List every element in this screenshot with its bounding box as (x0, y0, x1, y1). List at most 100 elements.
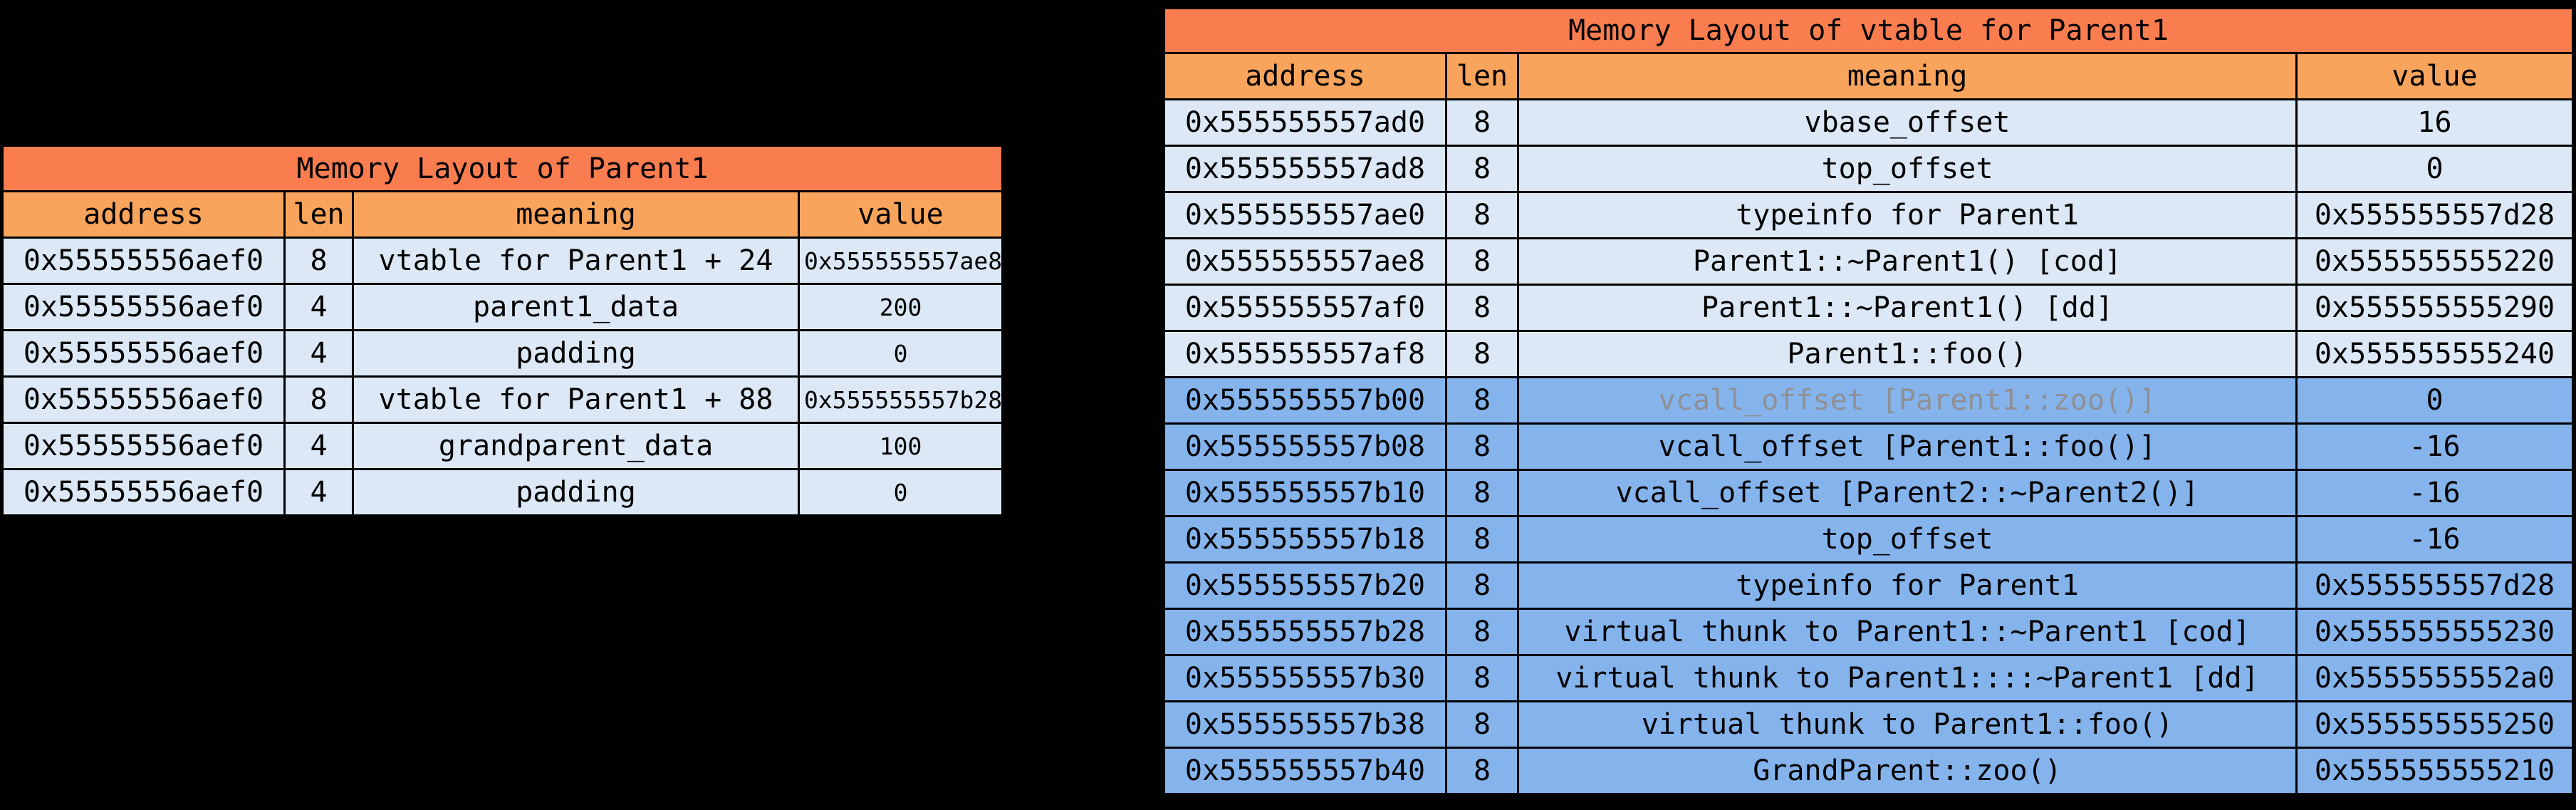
parent1-row-3-value-cell: 0x555555557b28 (797, 375, 1004, 424)
vtable-row-5-address-cell: 0x555555557af8 (1163, 330, 1447, 378)
vtable-row-8-value-cell: -16 (2295, 469, 2574, 517)
vtable-row-3-address-cell: 0x555555557ae8 (1163, 237, 1447, 286)
vtable-column-header-address: address (1163, 52, 1447, 100)
vtable-row-9-meaning-cell: top_offset (1517, 515, 2298, 564)
vtable-row-5-meaning-cell: Parent1::foo() (1517, 330, 2298, 378)
vtable-row-7-len-cell: 8 (1445, 422, 1519, 471)
parent1-row-4-meaning-cell: grandparent_data (352, 422, 800, 470)
vtable-row-14-address-cell: 0x555555557b40 (1163, 747, 1447, 795)
vtable-row-7-address-cell: 0x555555557b08 (1163, 422, 1447, 471)
parent1-row-4-len-cell: 4 (283, 422, 354, 470)
parent1-row-1-meaning-cell: parent1_data (352, 283, 800, 331)
vtable-row-3-len-cell: 8 (1445, 237, 1519, 286)
vtable-row-2-value-cell: 0x555555557d28 (2295, 191, 2574, 239)
parent1-row-0-meaning-cell: vtable for Parent1 + 24 (352, 237, 800, 285)
vtable-row-9-len-cell: 8 (1445, 515, 1519, 564)
vtable-row-10-address-cell: 0x555555557b20 (1163, 561, 1447, 610)
vtable-row-0-address-cell: 0x555555557ad0 (1163, 98, 1447, 147)
parent1-row-5-len-cell: 4 (283, 468, 354, 516)
vtable-row-4-address-cell: 0x555555557af0 (1163, 284, 1447, 332)
vtable-row-3-value-cell: 0x555555555220 (2295, 237, 2574, 286)
parent1-row-1-len-cell: 4 (283, 283, 354, 331)
vtable-row-14-len-cell: 8 (1445, 747, 1519, 795)
parent1-row-2-address-cell: 0x55555556aef0 (1, 329, 286, 378)
parent1-row-4-value-cell: 100 (797, 422, 1004, 470)
vtable-memory-table: Memory Layout of vtable for Parent1 addr… (1163, 7, 2574, 795)
vtable-row-9-value-cell: -16 (2295, 515, 2574, 564)
vtable-row-11-meaning-cell: virtual thunk to Parent1::~Parent1 [cod] (1517, 608, 2298, 656)
vtable-row-1-len-cell: 8 (1445, 145, 1519, 193)
parent1-row-3-len-cell: 8 (283, 375, 354, 424)
vtable-row-2-meaning-cell: typeinfo for Parent1 (1517, 191, 2298, 239)
parent1-row-0-value-cell: 0x555555557ae8 (797, 237, 1004, 285)
vtable-column-header-len: len (1445, 52, 1519, 100)
vtable-row-3-meaning-cell: Parent1::~Parent1() [cod] (1517, 237, 2298, 286)
parent1-row-0-address-cell: 0x55555556aef0 (1, 237, 286, 285)
vtable-row-14-meaning-cell: GrandParent::zoo() (1517, 747, 2298, 795)
parent1-table-title-row: Memory Layout of Parent1 (1, 145, 1004, 192)
vtable-row-4-value-cell: 0x555555555290 (2295, 284, 2574, 332)
parent1-row-5-meaning-cell: padding (352, 468, 800, 516)
vtable-row-11-address-cell: 0x555555557b28 (1163, 608, 1447, 656)
parent1-row-5-address-cell: 0x55555556aef0 (1, 468, 286, 516)
parent1-row-1-value-cell: 200 (797, 283, 1004, 331)
vtable-table-header-row: address len meaning value (1163, 52, 2574, 100)
parent1-table-title: Memory Layout of Parent1 (1, 145, 1004, 192)
vtable-row-0-value-cell: 16 (2295, 98, 2574, 147)
vtable-row-12-address-cell: 0x555555557b30 (1163, 654, 1447, 702)
vtable-row-6-address-cell: 0x555555557b00 (1163, 376, 1447, 425)
vtable-row-2-address-cell: 0x555555557ae0 (1163, 191, 1447, 239)
vtable-row-1-meaning-cell: top_offset (1517, 145, 2298, 193)
vtable-column-header-value: value (2295, 52, 2574, 100)
vtable-row-11-len-cell: 8 (1445, 608, 1519, 656)
vtable-row-10-len-cell: 8 (1445, 561, 1519, 610)
vtable-row-13-value-cell: 0x555555555250 (2295, 700, 2574, 749)
vtable-row-5-value-cell: 0x555555555240 (2295, 330, 2574, 378)
vtable-row-6-meaning-cell: vcall_offset [Parent1::zoo()] (1517, 376, 2298, 425)
vtable-row-12-len-cell: 8 (1445, 654, 1519, 702)
vtable-row-14-value-cell: 0x555555555210 (2295, 747, 2574, 795)
vtable-row-9-address-cell: 0x555555557b18 (1163, 515, 1447, 564)
vtable-row-8-address-cell: 0x555555557b10 (1163, 469, 1447, 517)
vtable-row-0-meaning-cell: vbase_offset (1517, 98, 2298, 147)
vtable-table-title: Memory Layout of vtable for Parent1 (1163, 7, 2574, 54)
parent1-column-header-len: len (283, 190, 354, 239)
vtable-row-11-value-cell: 0x555555555230 (2295, 608, 2574, 656)
vtable-row-6-value-cell: 0 (2295, 376, 2574, 425)
vtable-row-13-address-cell: 0x555555557b38 (1163, 700, 1447, 749)
parent1-memory-table: Memory Layout of Parent1 address len mea… (1, 145, 1004, 516)
parent1-table-header-row: address len meaning value (1, 190, 1004, 239)
parent1-column-header-meaning: meaning (352, 190, 800, 239)
vtable-row-7-value-cell: -16 (2295, 422, 2574, 471)
vtable-row-10-value-cell: 0x555555557d28 (2295, 561, 2574, 610)
vtable-row-1-address-cell: 0x555555557ad8 (1163, 145, 1447, 193)
vtable-table-title-row: Memory Layout of vtable for Parent1 (1163, 7, 2574, 54)
vtable-row-4-len-cell: 8 (1445, 284, 1519, 332)
parent1-row-0-len-cell: 8 (283, 237, 354, 285)
parent1-column-header-value: value (797, 190, 1004, 239)
vtable-row-6-len-cell: 8 (1445, 376, 1519, 425)
parent1-row-2-len-cell: 4 (283, 329, 354, 378)
vtable-row-5-len-cell: 8 (1445, 330, 1519, 378)
